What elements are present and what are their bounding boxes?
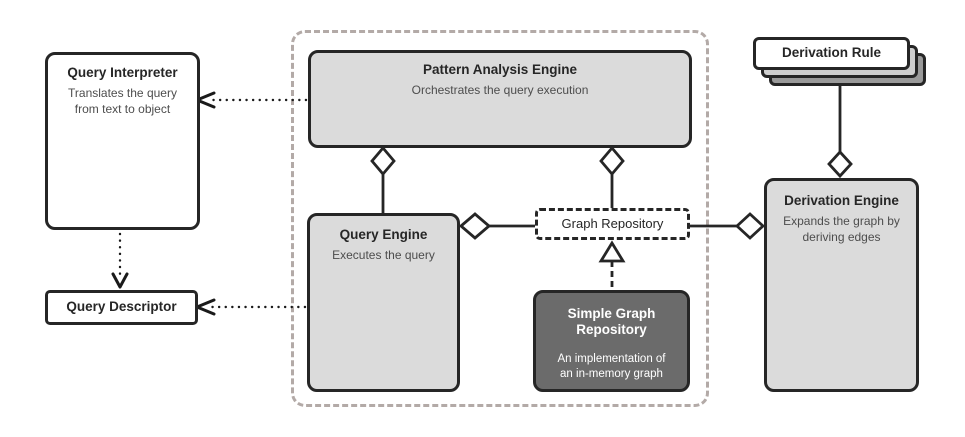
node-title: Derivation Rule	[781, 45, 882, 61]
node-query-interpreter: Query Interpreter Translates the query f…	[45, 52, 200, 230]
arrowhead-down-icon	[111, 272, 129, 289]
node-derivation-rule: Derivation Rule	[753, 37, 910, 70]
aggregation-diamond-icon	[734, 212, 766, 240]
node-title: Derivation Engine	[784, 193, 899, 208]
aggregation-diamond-icon	[827, 149, 853, 179]
node-title: Query Engine	[339, 227, 428, 242]
node-description: An implementation of an in-memory graph	[557, 353, 666, 381]
node-description: Executes the query	[332, 248, 435, 263]
node-description: Expands the graph by deriving edges	[783, 214, 900, 244]
core-module-boundary	[291, 30, 709, 407]
node-title: Simple Graph Repository	[567, 306, 656, 338]
dependency-arrow-engine-to-descriptor	[195, 298, 307, 316]
node-graph-repository: Graph Repository	[535, 208, 690, 240]
node-simple-graph-repository: Simple Graph Repository An implementatio…	[533, 290, 690, 392]
node-pattern-analysis-engine: Pattern Analysis Engine Orchestrates the…	[308, 50, 692, 148]
node-derivation-engine: Derivation Engine Expands the graph by d…	[764, 178, 919, 392]
node-query-descriptor: Query Descriptor	[45, 290, 198, 325]
node-title: Query Interpreter	[67, 65, 178, 80]
node-title: Graph Repository	[561, 216, 664, 232]
node-description: Orchestrates the query execution	[411, 83, 589, 98]
dependency-arrow-interpreter-to-descriptor	[111, 232, 129, 289]
node-description: Translates the query from text to object	[68, 86, 177, 116]
dependency-arrow-pae-to-interpreter	[195, 91, 308, 109]
node-title: Query Descriptor	[66, 299, 177, 315]
node-query-engine: Query Engine Executes the query	[307, 213, 460, 392]
arrowhead-left-icon	[195, 298, 216, 316]
node-title: Pattern Analysis Engine	[422, 62, 578, 77]
aggregation-link-derivation-engine-derivation-rule	[827, 86, 853, 179]
